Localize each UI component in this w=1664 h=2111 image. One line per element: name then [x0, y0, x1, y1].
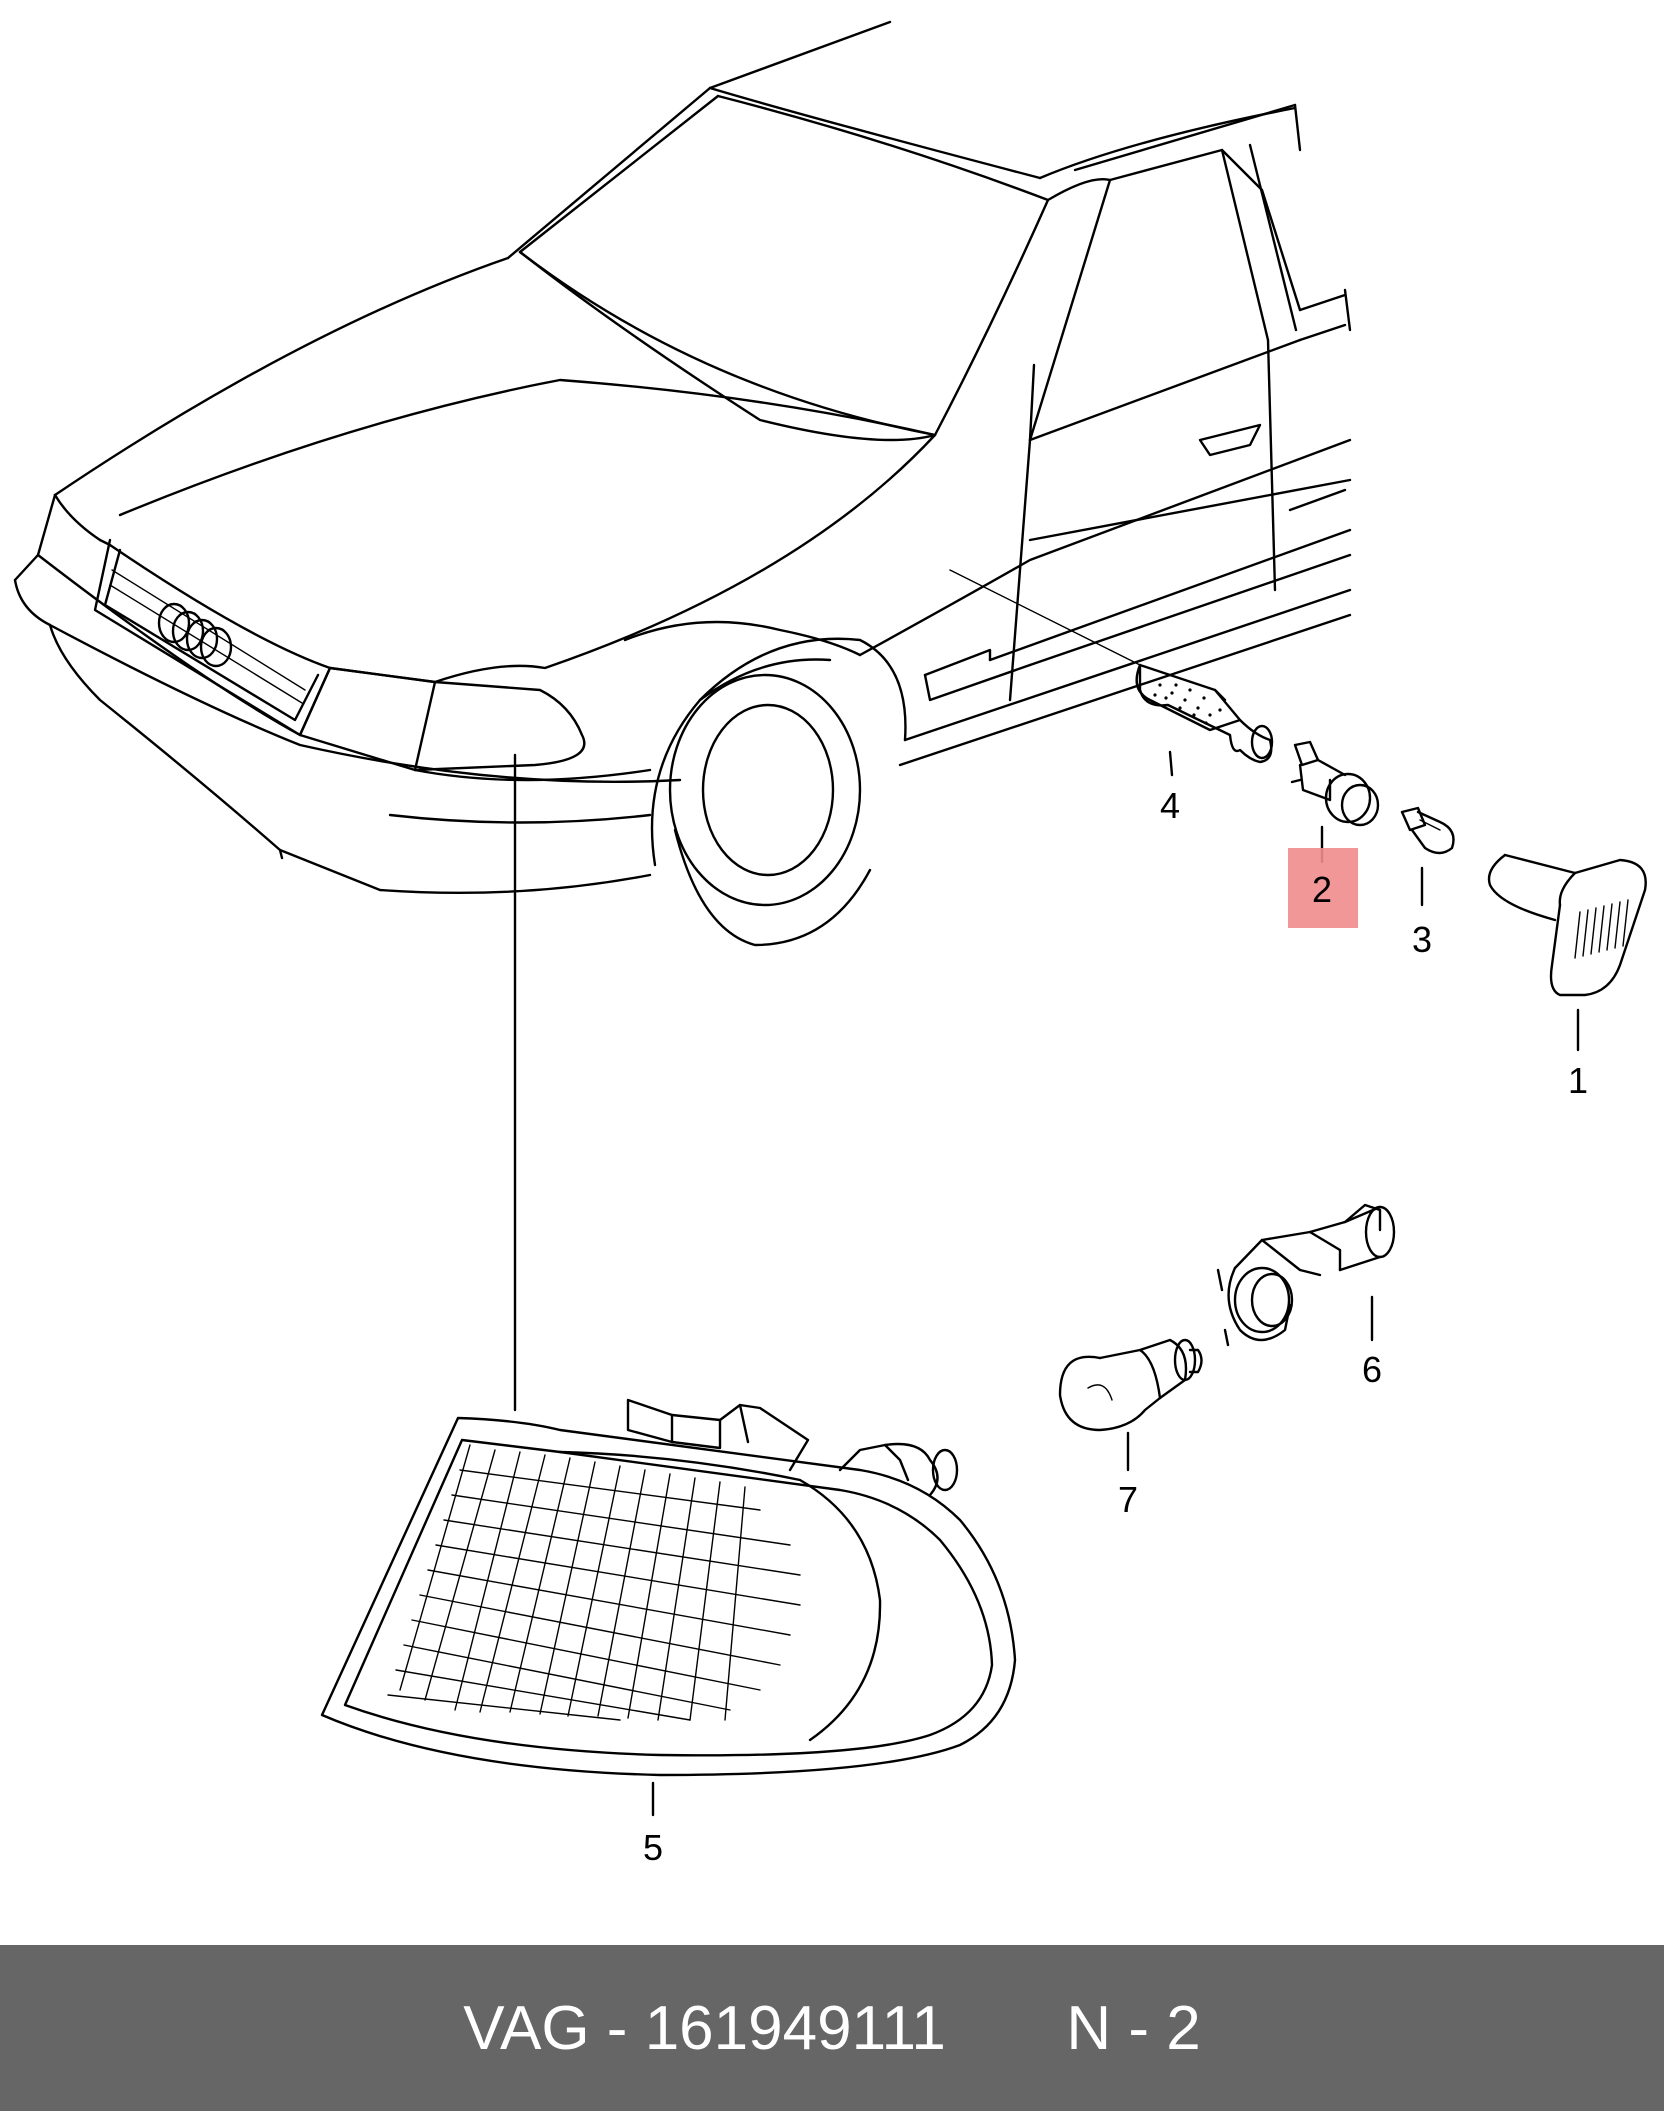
callout-2: 2: [1312, 869, 1332, 910]
part-5-turn-signal-lamp: [320, 1398, 1017, 1777]
part-6-socket: [1216, 1203, 1396, 1347]
part-7-bulb: [1058, 1338, 1203, 1432]
part-2-bulb-holder: [1290, 740, 1380, 827]
callout-4: 4: [1160, 785, 1180, 826]
car-outline: [13, 20, 1352, 947]
part-number: 161949111: [644, 1993, 946, 2063]
part-4-cable-sleeve: [1135, 663, 1274, 764]
callout-1: 1: [1568, 1060, 1588, 1101]
brand-label: VAG: [463, 1993, 590, 2063]
part-1-side-marker: [1487, 853, 1647, 997]
callout-6: 6: [1362, 1349, 1382, 1390]
callout-3: 3: [1412, 919, 1432, 960]
callout-5: 5: [643, 1827, 663, 1868]
highlight-box: [1288, 848, 1358, 928]
exploded-view-drawing: 4 2 3 1 6 7 5: [13, 20, 1647, 1868]
diagram-position: N - 2: [1066, 1993, 1201, 2063]
callout-labels: 4 2 3 1 6 7 5: [643, 785, 1588, 1868]
callout-7: 7: [1118, 1479, 1138, 1520]
part-3-wedge-bulb: [1400, 806, 1455, 855]
part-number-footer: VAG - 161949111 N - 2: [0, 1945, 1664, 2111]
parts-diagram: 4 2 3 1 6 7 5: [13, 20, 1647, 1868]
leader-lines: [513, 569, 1580, 1817]
brand-separator: -: [606, 1993, 628, 2063]
